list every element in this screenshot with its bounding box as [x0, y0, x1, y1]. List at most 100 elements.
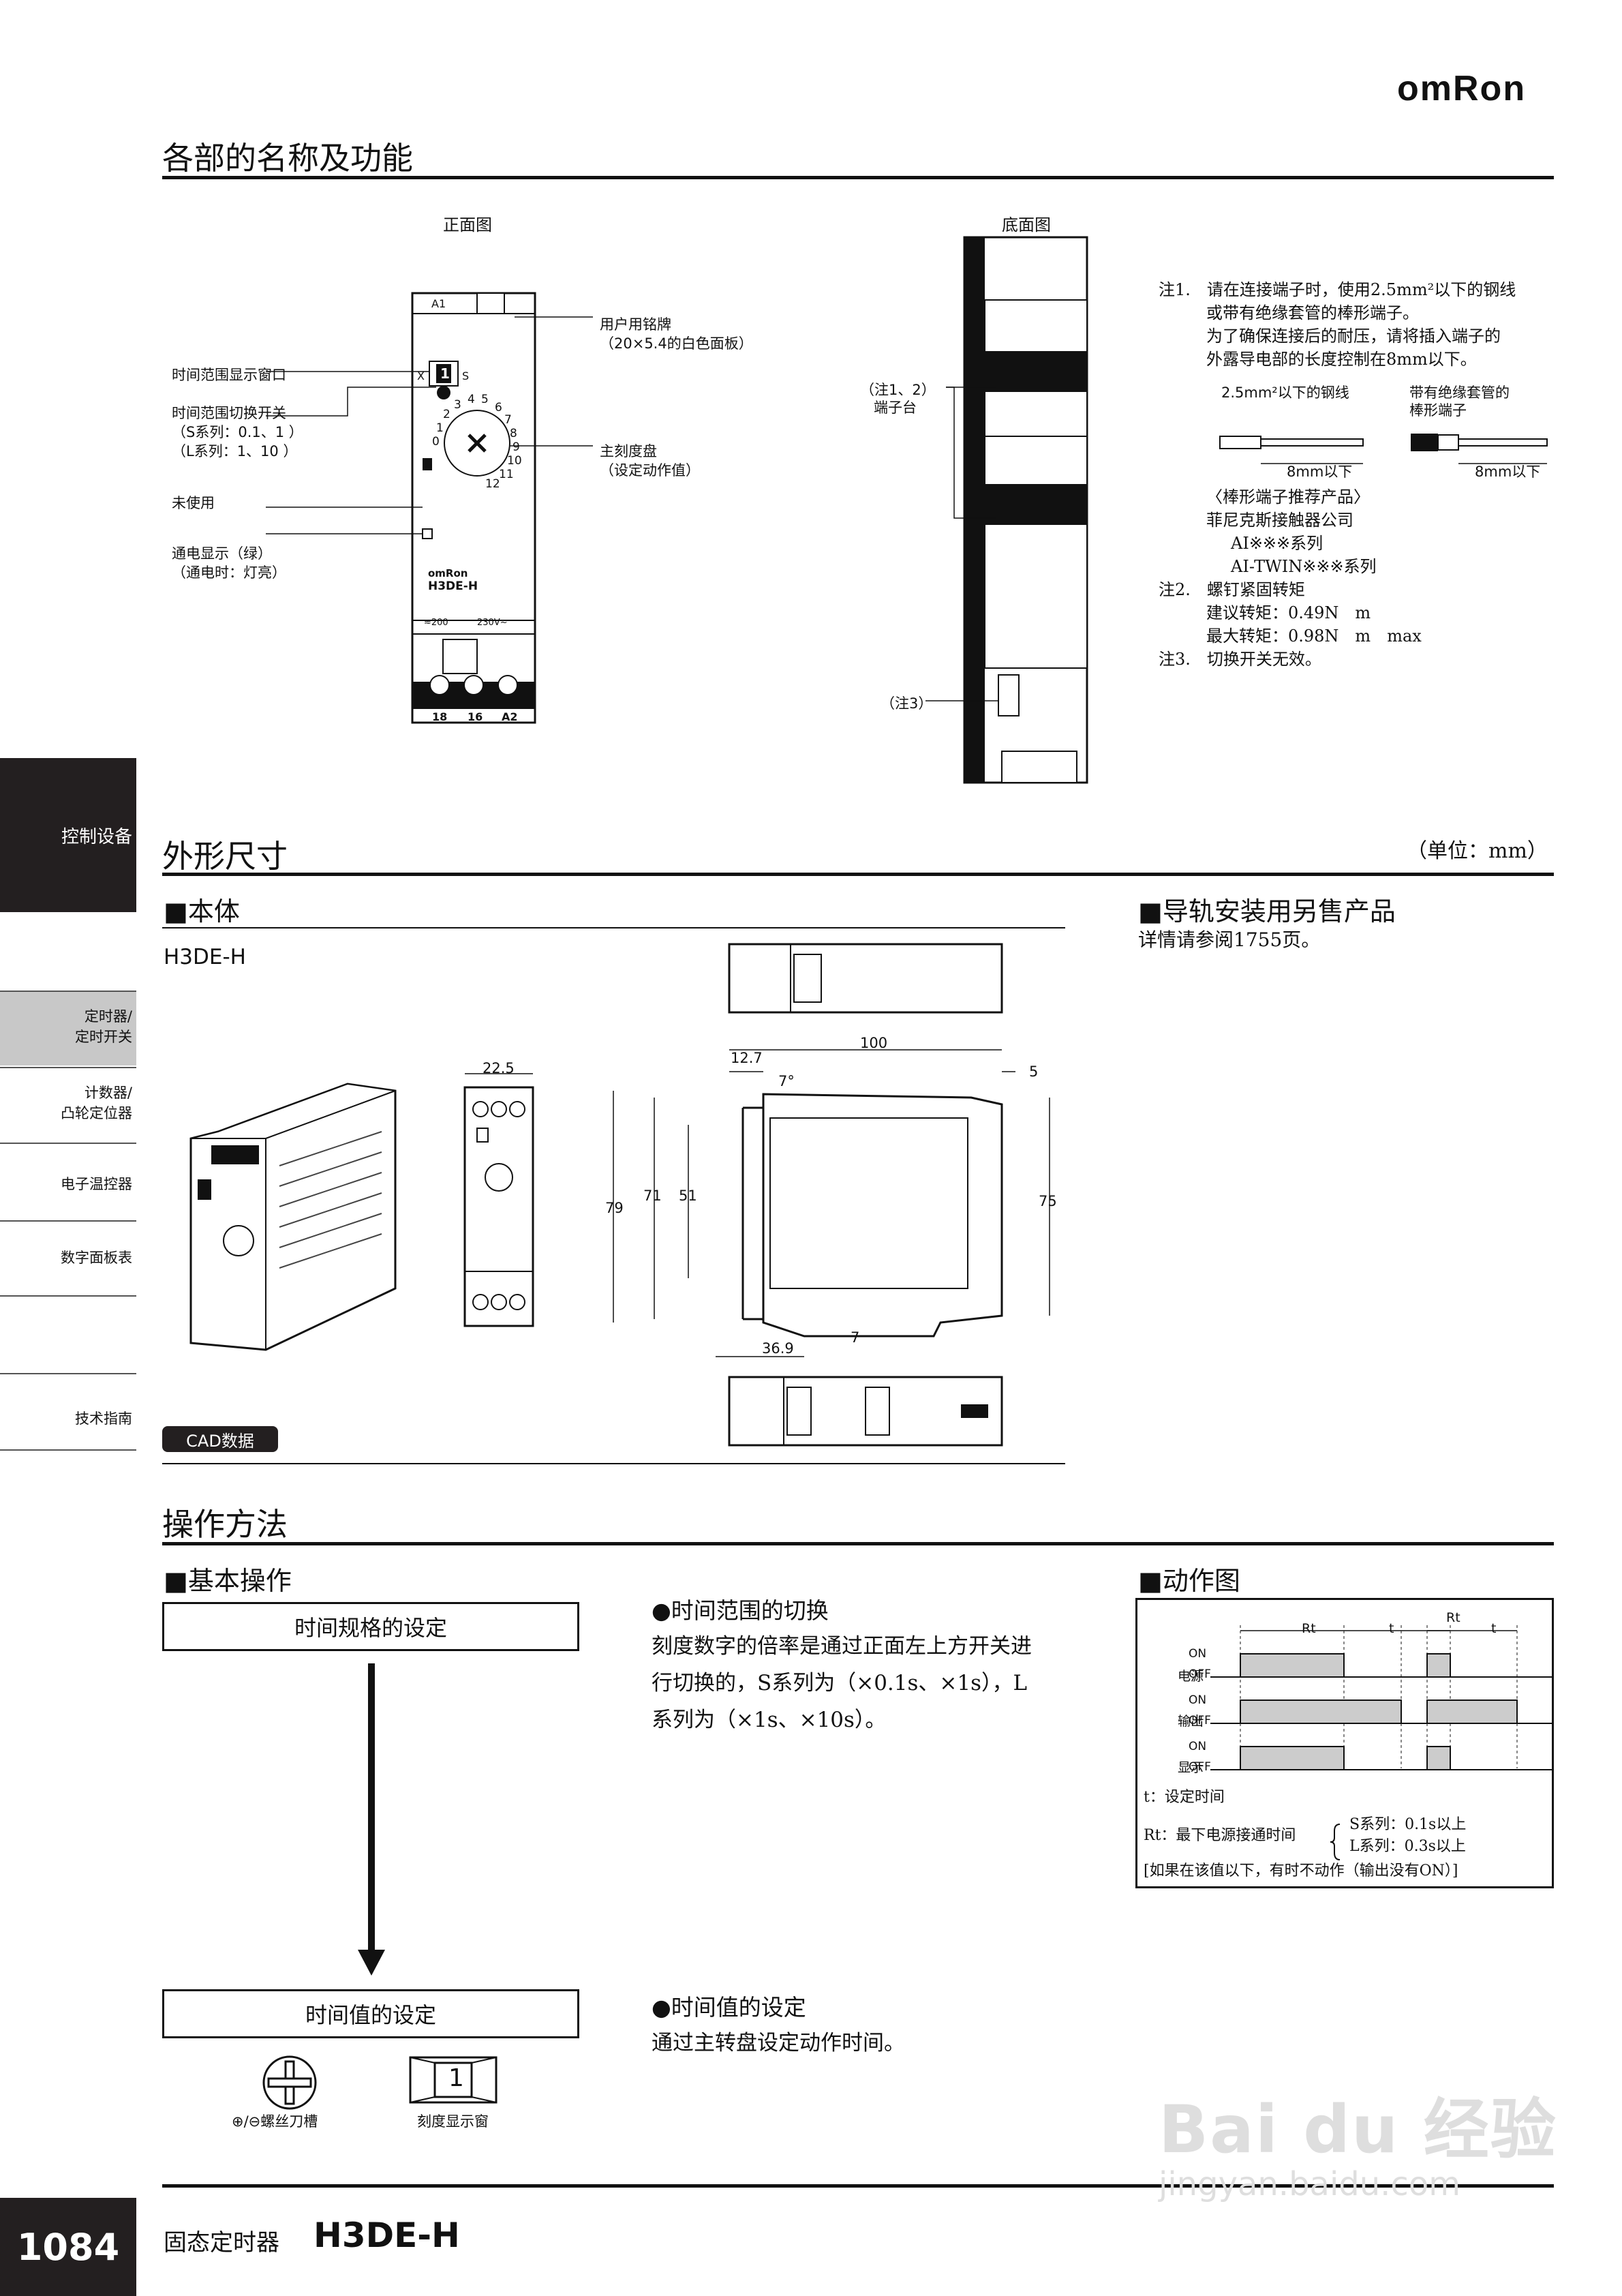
note-1b: 或带有绝缘套管的棒形端子。: [1206, 303, 1419, 322]
callout-power-indicator: 通电显示（绿）: [172, 545, 272, 562]
rec-company: 菲尼克斯接触器公司: [1206, 511, 1353, 530]
page-number: 1084: [16, 2225, 120, 2269]
dim-36-9: 36.9: [762, 1340, 794, 1357]
sidebar-active-label: 控制设备: [61, 826, 132, 847]
device-a1-label: A1: [431, 297, 446, 310]
sidebar-item-label: 定时开关: [75, 1029, 132, 1045]
note-3: 注3. 切换开关无效。: [1159, 650, 1321, 669]
callout-range-switch-l: （L系列：1、10 ）: [172, 443, 298, 459]
row-label-output: 输出: [1178, 1714, 1204, 1729]
section-rule: [162, 873, 1554, 876]
switch-x-label: X: [417, 369, 425, 382]
terminal-a2: A2: [502, 710, 518, 723]
bottom-view-label: 底面图: [1002, 215, 1051, 235]
screwdriver-caption: ⊕/⊖螺丝刀槽: [232, 2113, 318, 2130]
callout-main-dial: 主刻度盘: [600, 443, 657, 459]
body-heading: ■本体: [164, 896, 240, 926]
dial-number-7: 7: [504, 413, 512, 427]
dim-width: 22.5: [483, 1060, 515, 1076]
device-rating-a: ≈200: [424, 618, 448, 628]
callout-range-switch-s: （S系列：0.1、1 ）: [172, 424, 303, 440]
note-1a: 注1. 请在连接端子时，使用2.5mm²以下的钢线: [1159, 280, 1516, 299]
output-off: OFF: [1189, 1714, 1211, 1727]
dial-number-5: 5: [481, 393, 489, 406]
dim-angle: 7°: [778, 1073, 795, 1089]
device-model: H3DE-H: [428, 579, 478, 593]
step-time-value: 时间值的设定: [162, 1989, 579, 2038]
wire-label: 2.5mm²以下的钢线: [1221, 384, 1349, 401]
scale-window-icon: [409, 2056, 498, 2104]
dial-number-9: 9: [512, 440, 520, 454]
sidebar-selected-bg: [0, 992, 136, 1066]
callout-range-window: 时间范围显示窗口: [172, 367, 286, 383]
dim-7: 7: [851, 1329, 860, 1346]
dim-79: 79: [605, 1200, 624, 1216]
section-title-operation: 操作方法: [162, 1506, 288, 1543]
dial-number-3: 3: [454, 398, 461, 412]
sidebar-item-counters[interactable]: 计数器/ 凸轮定位器: [0, 1083, 136, 1123]
power-off: OFF: [1189, 1667, 1211, 1681]
sleeve-label-b: 棒形端子: [1409, 402, 1467, 419]
sidebar-item-label: 技术指南: [75, 1410, 132, 1427]
range-text-2: 行切换的，S系列为（×0.1s、×1s），L: [652, 1671, 1028, 1695]
step-arrow: [358, 1663, 385, 1976]
section-rule: [162, 1542, 1554, 1545]
note-1d: 外露导电部的长度控制在8mm以下。: [1206, 350, 1477, 369]
cad-data-button[interactable]: CAD数据: [162, 1426, 278, 1452]
sidebar-item-label: 定时器/: [84, 1008, 132, 1025]
note-2-rec: 建议转矩：0.49N m: [1206, 603, 1371, 622]
sidebar-item-temp-controller[interactable]: 电子温控器: [0, 1174, 136, 1194]
sidebar-divider: [0, 991, 136, 992]
callout-range-switch: 时间范围切换开关: [172, 405, 286, 421]
t-label: t: [1389, 1621, 1394, 1636]
cad-data-label: CAD数据: [186, 1431, 254, 1451]
rt-label: Rt: [1302, 1621, 1316, 1636]
step-time-spec: 时间规格的设定: [162, 1602, 579, 1651]
dial-number-4: 4: [468, 393, 475, 406]
scale-window-value: 1: [448, 2064, 464, 2092]
device-brand: omRon: [428, 567, 468, 579]
sidebar-item-label: 计数器/: [84, 1085, 132, 1101]
callout-unused: 未使用: [172, 495, 215, 511]
sidebar-divider: [0, 1295, 136, 1297]
sidebar-divider: [0, 1143, 136, 1144]
range-text-1: 刻度数字的倍率是通过正面左上方开关进: [652, 1634, 1032, 1659]
omron-logo: omRon: [1397, 69, 1527, 108]
callout-power-indicator-sub: （通电时：灯亮）: [172, 564, 286, 581]
bottom-terminal-note: （注1、2）: [860, 382, 936, 398]
note-2-max: 最大转矩：0.98N m max: [1206, 626, 1422, 646]
watermark-logo: Bai du 经验: [1159, 2091, 1557, 2168]
sidebar-divider: [0, 1220, 136, 1222]
model-label: H3DE-H: [164, 945, 246, 969]
dimensions-unit: （单位：mm）: [1407, 839, 1548, 863]
sidebar-divider: [0, 1449, 136, 1451]
dial-number-8: 8: [510, 427, 517, 440]
rt-label-2: Rt: [1446, 1610, 1460, 1625]
sidebar-item-panel-meter[interactable]: 数字面板表: [0, 1248, 136, 1268]
wire-diagram: [1219, 434, 1548, 464]
range-text-3: 系列为（×1s、×10s）。: [652, 1708, 887, 1732]
sidebar-item-label: 凸轮定位器: [61, 1105, 132, 1121]
callout-main-dial-sub: （设定动作值）: [600, 462, 700, 479]
screwdriver-slot-icon: [262, 2055, 317, 2110]
sidebar-item-tech-guide[interactable]: 技术指南: [0, 1408, 136, 1429]
switch-s-label: S: [462, 369, 470, 382]
dial-number-0: 0: [432, 435, 440, 449]
side-dimension-drawing: [613, 943, 1050, 1447]
terminal-18: 18: [432, 710, 448, 723]
sidebar-item-label: 数字面板表: [61, 1250, 132, 1266]
dial-number-6: 6: [495, 401, 502, 414]
dial-number-10: 10: [507, 454, 522, 468]
footer-category: 固态定时器: [164, 2229, 279, 2256]
dial-number-12: 12: [485, 477, 500, 491]
section-title-dimensions: 外形尺寸: [162, 838, 288, 875]
power-on: ON: [1189, 1647, 1207, 1661]
sidebar-divider: [0, 1373, 136, 1374]
legend-l: L系列：0.3s以上: [1349, 1838, 1466, 1855]
basic-heading: ■基本操作: [164, 1566, 292, 1596]
value-title: ●时间值的设定: [652, 1994, 806, 2021]
timing-chart: [1135, 1598, 1554, 1888]
sidebar-active-category[interactable]: 控制设备: [0, 758, 136, 912]
sidebar-item-timers[interactable]: 定时器/ 定时开关: [0, 1006, 136, 1047]
sidebar-divider: [0, 1067, 136, 1068]
